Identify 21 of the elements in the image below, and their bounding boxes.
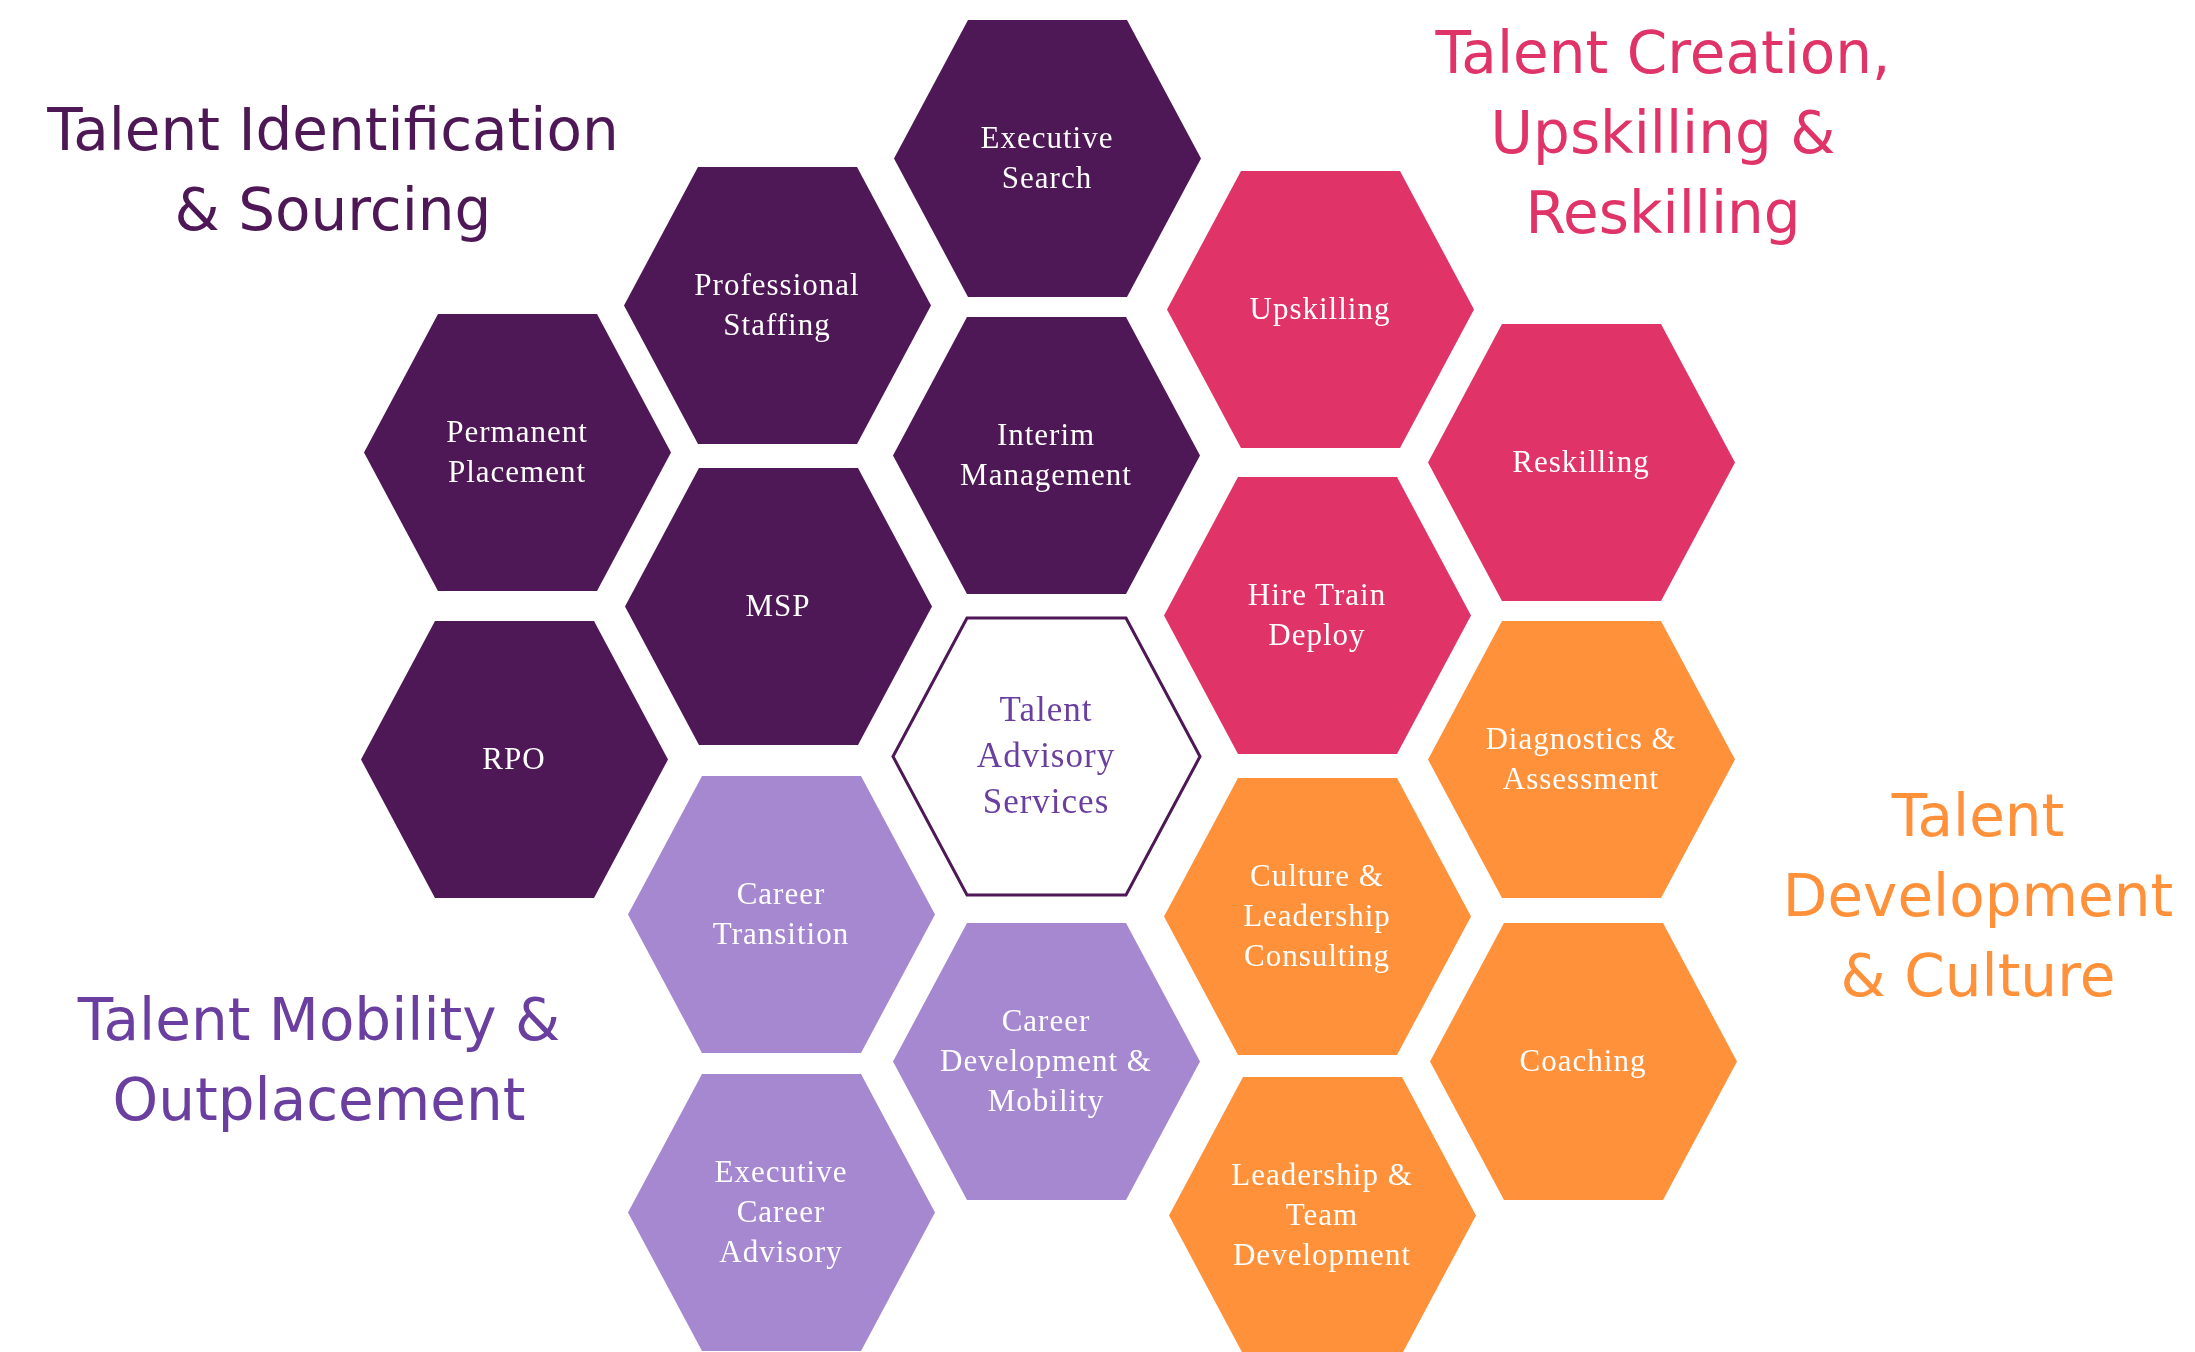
hexagon-label: Permanent Placement (445, 413, 589, 491)
hexagon-label: Executive Search (979, 119, 1115, 197)
hexagon-label: Interim Management (959, 416, 1133, 494)
group-heading: Talent Mobility & Outplacement (76, 985, 562, 1136)
hexagon-label: Leadership & Team Development (1230, 1156, 1414, 1274)
hexagon-label: Diagnostics & Assessment (1484, 720, 1678, 798)
hexagon-label: Professional Staffing (693, 266, 861, 344)
group-heading: Talent Creation, Upskilling & Reskilling (1434, 18, 1892, 249)
hexagon-label: Hire Train Deploy (1246, 576, 1388, 654)
hexagon-label: Upskilling (1248, 290, 1392, 328)
hexagon-label: MSP (744, 587, 812, 625)
hexagon-label: Career Development & Mobility (939, 1002, 1153, 1120)
hexagon-label: Career Transition (711, 875, 851, 953)
hexagon-label: Reskilling (1511, 443, 1651, 481)
hexagon-label: Talent Advisory Services (975, 689, 1117, 823)
group-heading: Talent Development & Culture (1781, 781, 2175, 1012)
hexagon-label: Coaching (1518, 1042, 1648, 1080)
group-heading: Talent Identification & Sourcing (46, 95, 620, 246)
hexagon-label: Executive Career Advisory (713, 1153, 849, 1271)
hexagon-label: Culture & Leadership Consulting (1242, 857, 1392, 975)
hexagon-label: RPO (481, 740, 547, 778)
